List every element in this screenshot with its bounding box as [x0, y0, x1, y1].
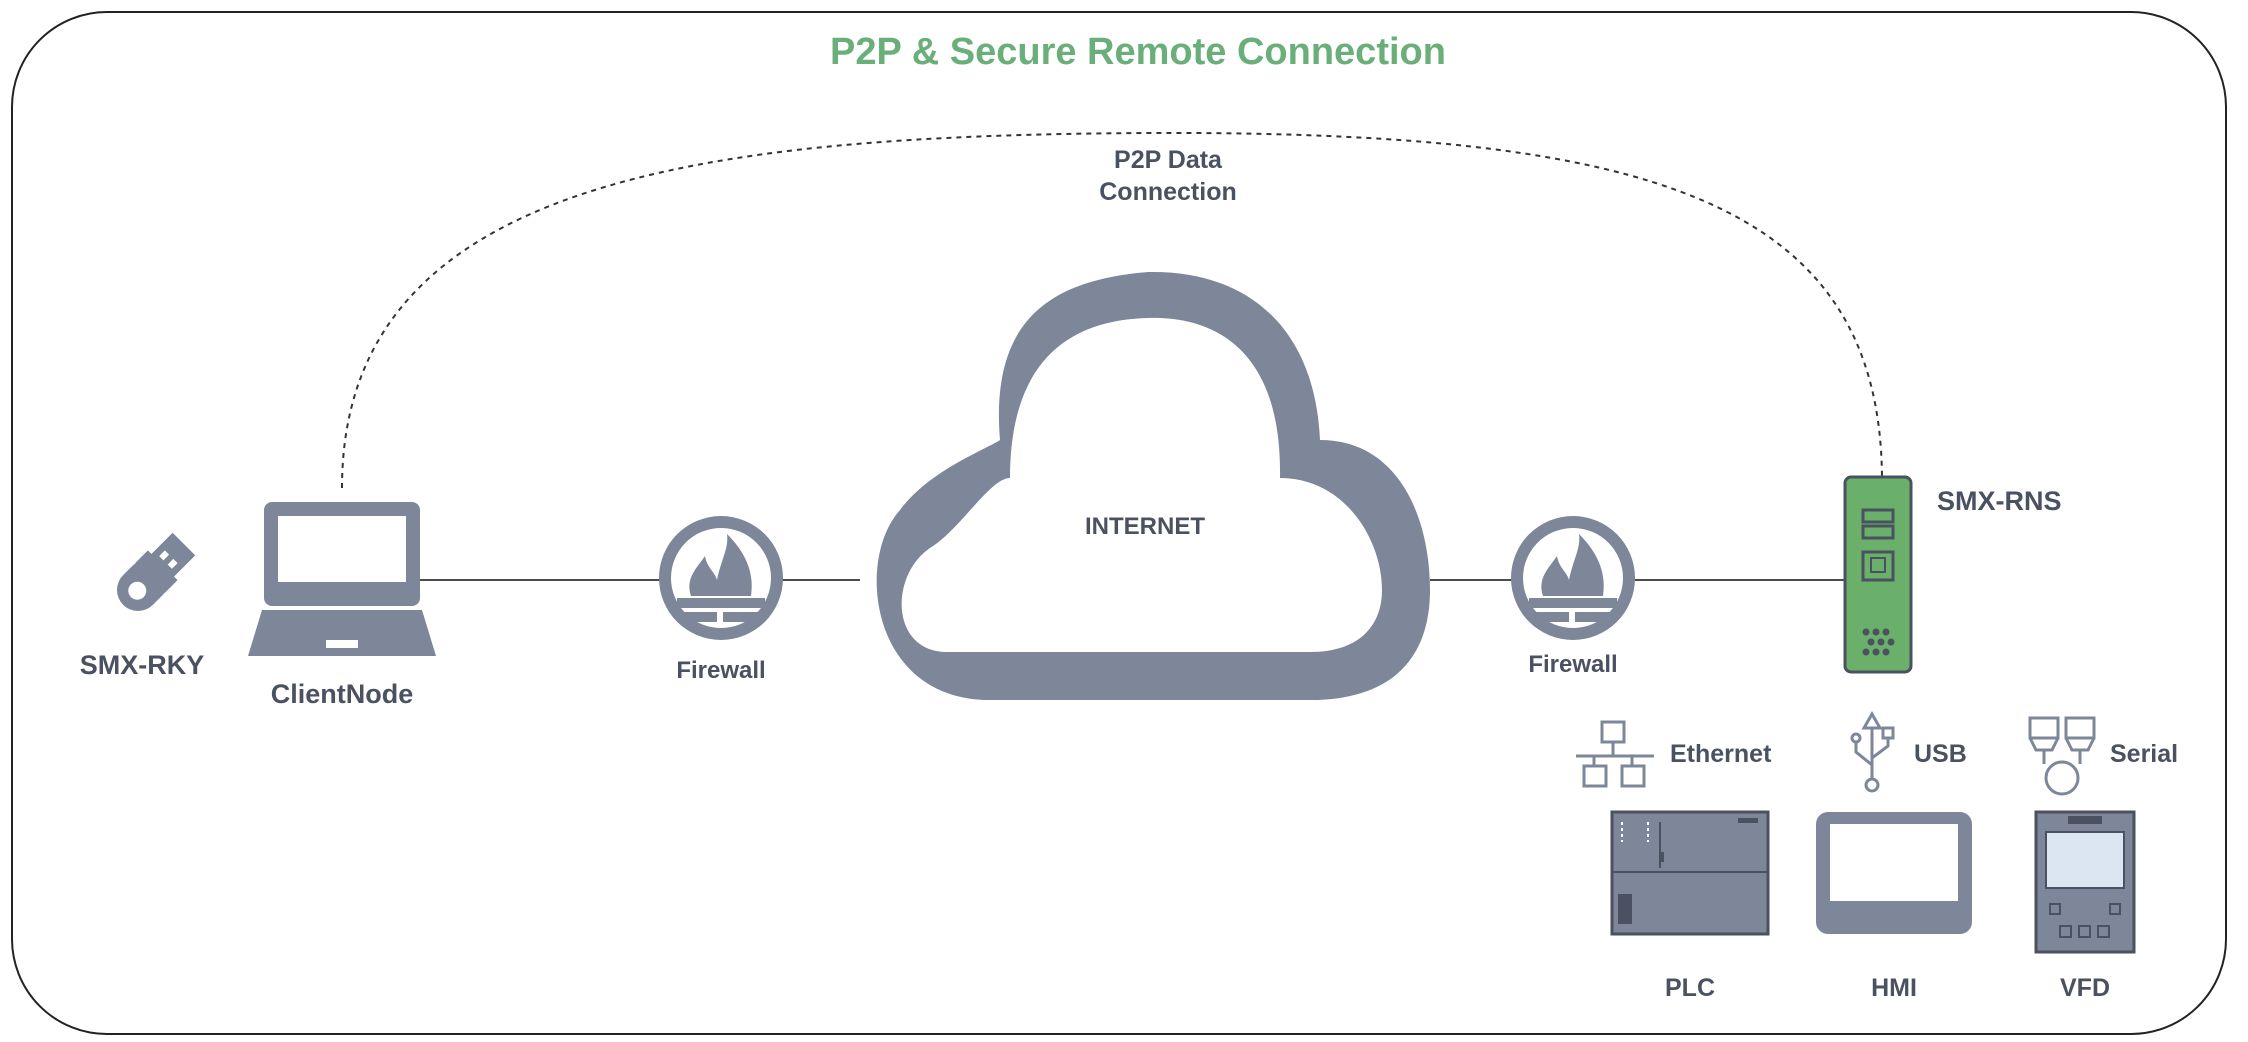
- device-hmi-label: HMI: [1871, 974, 1917, 1002]
- p2p-label-line1: P2P Data: [1114, 146, 1223, 174]
- p2p-connection-arc: [341, 131, 1883, 489]
- ethernet-network-icon: [1576, 720, 1654, 788]
- diagram-title: P2P & Secure Remote Connection: [830, 31, 1446, 73]
- usb-key-label: SMX-RKY: [80, 650, 205, 680]
- interface-ethernet-label: Ethernet: [1670, 740, 1772, 768]
- usb-key-icon: [116, 532, 196, 612]
- device-vfd-label: VFD: [2060, 974, 2110, 1002]
- cloud-icon: [876, 271, 1430, 700]
- firewall-right-label: Firewall: [1528, 651, 1617, 678]
- device-plc-label: PLC: [1665, 974, 1715, 1002]
- firewall-left-label: Firewall: [676, 657, 765, 684]
- gateway-label: SMX-RNS: [1937, 486, 2062, 516]
- vfd-icon: [2034, 810, 2136, 954]
- interface-usb-label: USB: [1914, 740, 1967, 768]
- laptop-label: ClientNode: [271, 679, 414, 709]
- firewall-icon-left: [659, 516, 783, 640]
- plc-icon: [1610, 810, 1770, 936]
- cloud-label: INTERNET: [1085, 513, 1205, 540]
- serial-port-icon: [2028, 716, 2096, 796]
- interface-serial-label: Serial: [2110, 740, 2178, 768]
- usb-icon: [1850, 710, 1895, 793]
- firewall-icon-right: [1511, 516, 1635, 640]
- laptop-icon: [248, 502, 436, 656]
- hmi-icon: [1816, 812, 1972, 934]
- gateway-device-icon: [1843, 475, 1913, 674]
- p2p-label-line2: Connection: [1099, 178, 1237, 206]
